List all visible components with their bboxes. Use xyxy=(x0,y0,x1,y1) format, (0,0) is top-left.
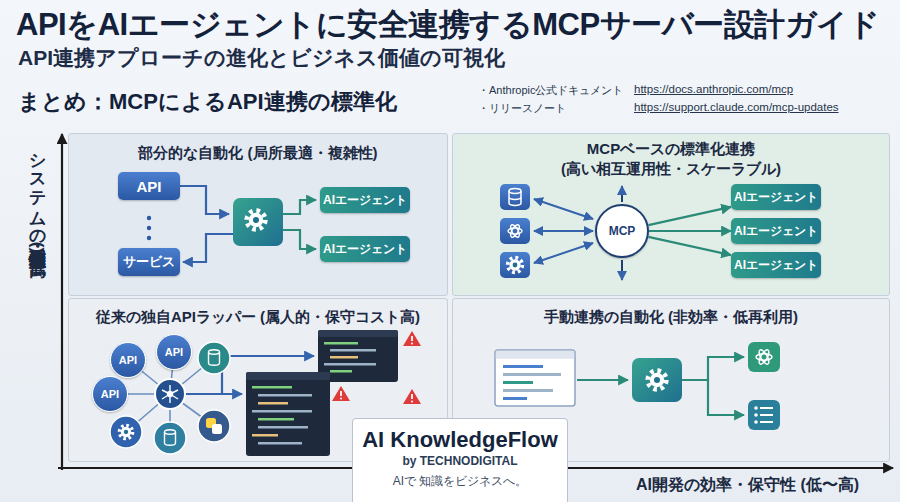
api-circle: API xyxy=(110,342,146,378)
quadrant-heading: 手動連携の自動化 (非効率・低再利用) xyxy=(453,307,889,327)
node-label: AIエージェント xyxy=(323,241,407,258)
node-label: AIエージェント xyxy=(734,257,818,274)
service-box: サービス xyxy=(118,248,180,276)
summary-heading: まとめ：MCPによるAPI連携の標準化 xyxy=(18,87,397,117)
node-label: AIエージェント xyxy=(734,189,818,206)
node-label: AIエージェント xyxy=(734,223,818,240)
node-label: API xyxy=(165,346,183,358)
quadrant-panel: 部分的な自動化 (局所最適・複雑性) API サービス AIエージェント AIエージェン… xyxy=(68,133,448,296)
api-box: API xyxy=(118,172,180,200)
reference-note: ・リリースノート xyxy=(478,101,566,116)
node-label: MCP xyxy=(609,224,636,238)
subtitle-text: API連携アプローチの進化とビジネス価値の可視化 xyxy=(18,44,505,72)
agent-box: AIエージェント xyxy=(731,184,821,210)
y-axis xyxy=(61,134,63,470)
diagram-title: APIをAIエージェントに安全連携するMCPサーバー設計ガイド xyxy=(16,4,879,46)
agent-box: AIエージェント xyxy=(320,236,410,262)
brand-badge: AI KnowledgeFlowby TECHNODIGITAL AIで 知識をビ… xyxy=(352,418,568,502)
brand-name: AI KnowledgeFlow xyxy=(362,427,558,453)
brand-tagline: AIで 知識をビジネスへ。 xyxy=(393,473,528,490)
node-label: API xyxy=(101,388,119,400)
agent-box: AIエージェント xyxy=(731,252,821,278)
agent-box: AIエージェント xyxy=(320,187,410,213)
api-circle: API xyxy=(92,376,128,412)
quadrant-heading: 従来の独自APIラッパー (属人的・保守コスト高) xyxy=(69,307,447,327)
quadrant-heading: MCPベースの標準化連携 (高い相互運用性・スケーラブル) xyxy=(526,139,816,179)
reference-note: ・Anthropic公式ドキュメント xyxy=(478,83,623,98)
brand-company: by TECHNODIGITAL xyxy=(402,454,517,468)
node-label: API xyxy=(119,354,137,366)
agent-box: AIエージェント xyxy=(731,218,821,244)
node-label: AIエージェント xyxy=(323,192,407,209)
axis-label: AI開発の効率・保守性 (低〜高) xyxy=(636,475,859,496)
node-label: API xyxy=(136,178,161,195)
mcp-hub-circle: MCP xyxy=(595,204,649,258)
reference-url: https://support.claude.com/mcp-updates xyxy=(634,101,839,113)
node-label: サービス xyxy=(123,253,175,271)
axis-label: システムの拡張性・再利用性 (低〜高) xyxy=(26,142,48,253)
reference-url: https://docs.anthropic.com/mcp xyxy=(634,83,793,95)
quadrant-heading: 部分的な自動化 (局所最適・複雑性) xyxy=(69,143,447,163)
quadrant-panel: MCPベースの標準化連携 (高い相互運用性・スケーラブル) MCP AIエージェント… xyxy=(452,133,890,296)
api-circle: API xyxy=(156,334,192,370)
